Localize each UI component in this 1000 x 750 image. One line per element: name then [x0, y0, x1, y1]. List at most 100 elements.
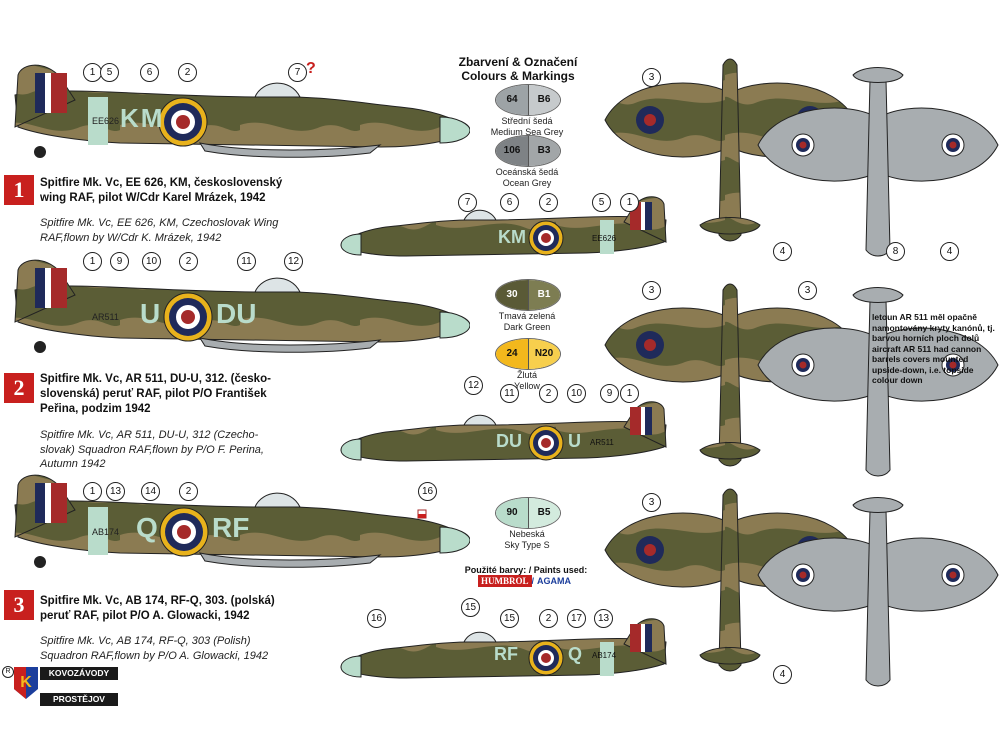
callout-number: 3 — [642, 281, 661, 300]
question-mark: ? — [306, 60, 316, 77]
serial-number: AB174 — [592, 651, 617, 660]
humbrol-logo: HUMBROL — [477, 575, 532, 587]
code-letter-left: U — [140, 298, 161, 329]
color-swatch-ocean-grey: 106 B3 — [495, 135, 561, 167]
kovozavody-logo-icon: K — [14, 667, 38, 699]
callout-number: 12 — [464, 376, 483, 395]
callout-number: 2 — [539, 193, 558, 212]
callout-number: 2 — [179, 482, 198, 501]
logo-text-line1: KOVOZÁVODY — [40, 667, 118, 680]
code-letters-right: DU — [496, 431, 522, 451]
callout-number: 2 — [539, 609, 558, 628]
side-view-right-scheme-1 — [340, 196, 667, 257]
scheme-badge-3: 3 — [4, 590, 34, 620]
callout-number: 3 — [642, 493, 661, 512]
agama-code: B6 — [528, 85, 560, 115]
serial-number: EE626 — [92, 116, 120, 126]
serial-number: EE626 — [592, 234, 617, 243]
humbrol-code: 106 — [496, 136, 528, 166]
callout-number: 11 — [237, 252, 256, 271]
color-swatch-dark-green: 30 B1 — [495, 279, 561, 311]
color-swatch-medium-sea-grey: 64 B6 — [495, 84, 561, 116]
side-view-scheme-3 — [14, 474, 470, 568]
side-view-right-scheme-3 — [340, 618, 667, 679]
callout-number: 5 — [592, 193, 611, 212]
callout-number: 3 — [798, 281, 817, 300]
callout-number: 2 — [178, 63, 197, 82]
callout-number: 8 — [886, 242, 905, 261]
callout-number: 7 — [288, 63, 307, 82]
callout-number: 1 — [83, 252, 102, 271]
humbrol-code: 24 — [496, 339, 528, 369]
humbrol-code: 64 — [496, 85, 528, 115]
cannon-cover-note: letoun AR 511 měl opačně namontovány kry… — [872, 312, 995, 385]
callout-number: 15 — [500, 609, 519, 628]
svg-text:K: K — [20, 674, 32, 691]
callout-number: 17 — [567, 609, 586, 628]
callout-number: 2 — [179, 252, 198, 271]
agama-logo: AGAMA — [537, 576, 572, 586]
paints-used: Použité barvy: / Paints used: HUMBROL/AG… — [464, 565, 588, 587]
callout-number: 11 — [500, 384, 519, 403]
agama-code: B1 — [528, 280, 560, 310]
scheme-2-description-cz: Spitfire Mk. Vc, AR 511, DU-U, 312. (čes… — [40, 373, 271, 415]
humbrol-code: 90 — [496, 498, 528, 528]
code-letters-right: RF — [212, 512, 250, 543]
callout-number: 3 — [642, 68, 661, 87]
side-view-scheme-2 — [14, 259, 470, 353]
callout-number: 10 — [142, 252, 161, 271]
callout-number: 1 — [83, 482, 102, 501]
code-letters-left: KM — [498, 227, 526, 247]
agama-code: N20 — [528, 339, 560, 369]
callout-number: 4 — [940, 242, 959, 261]
callout-number: 1 — [620, 384, 639, 403]
callout-number: 5 — [100, 63, 119, 82]
code-letter-left: Q — [568, 644, 583, 664]
code-letter-left: Q — [136, 512, 158, 543]
scheme-1-description-en: Spitfire Mk. Vc, EE 626, KM, Czechoslova… — [40, 217, 279, 244]
humbrol-code: 30 — [496, 280, 528, 310]
callout-number: 15 — [461, 598, 480, 617]
callout-number: 13 — [594, 609, 613, 628]
code-letters-right: DU — [216, 298, 257, 329]
code-letters-left: KM — [120, 103, 165, 133]
logo-text-line2: PROSTĚJOV — [40, 693, 118, 706]
side-view-scheme-1 — [14, 64, 470, 158]
scheme-3-description-cz: Spitfire Mk. Vc, AB 174, RF-Q, 303. (pol… — [40, 595, 275, 622]
callout-number: 6 — [500, 193, 519, 212]
code-letter-left: U — [568, 431, 581, 451]
callout-number: 9 — [600, 384, 619, 403]
scheme-3-description-en: Spitfire Mk. Vc, AB 174, RF-Q, 303 (Poli… — [40, 635, 269, 662]
serial-number: AR511 — [590, 438, 614, 447]
callout-number: 1 — [620, 193, 639, 212]
callout-number: 4 — [773, 242, 792, 261]
agama-code: B5 — [528, 498, 560, 528]
scheme-badge-1: 1 — [4, 175, 34, 205]
callout-number: 16 — [418, 482, 437, 501]
callout-number: 12 — [284, 252, 303, 271]
colours-markings-title: Zbarvení & Označení Colours & Markings — [458, 55, 578, 83]
agama-code: B3 — [528, 136, 560, 166]
serial-number: AB174 — [92, 527, 120, 537]
side-view-right-scheme-2 — [340, 401, 667, 462]
code-letters-right: RF — [494, 644, 518, 664]
callout-number: 7 — [458, 193, 477, 212]
callout-number: 2 — [539, 384, 558, 403]
scheme-1-description-cz: Spitfire Mk. Vc, EE 626, KM, českosloven… — [40, 177, 283, 204]
callout-number: 6 — [140, 63, 159, 82]
registered-mark: R — [2, 666, 14, 678]
callout-number: 16 — [367, 609, 386, 628]
color-swatch-yellow: 24 N20 — [495, 338, 561, 370]
color-swatch-sky: 90 B5 — [495, 497, 561, 529]
scheme-badge-2: 2 — [4, 373, 34, 403]
scheme-2-description-en: Spitfire Mk. Vc, AR 511, DU-U, 312 (Czec… — [40, 429, 264, 470]
serial-number: AR511 — [92, 312, 119, 322]
callout-number: 10 — [567, 384, 586, 403]
callout-number: 13 — [106, 482, 125, 501]
callout-number: 14 — [141, 482, 160, 501]
